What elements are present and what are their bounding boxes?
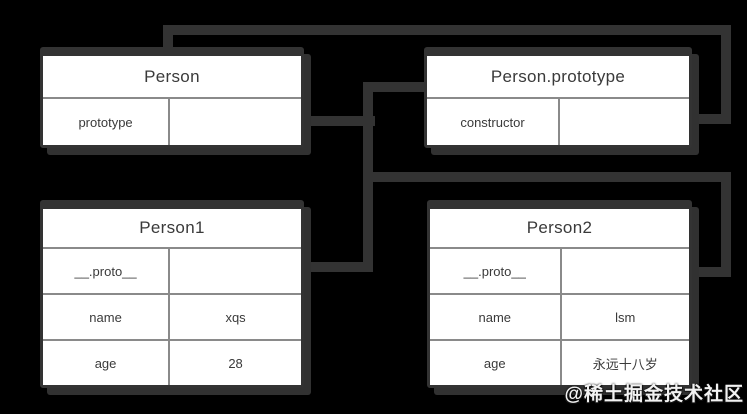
table-row: constructor xyxy=(427,97,689,145)
row-key: prototype xyxy=(43,99,171,145)
connector-chain-to-person2 xyxy=(363,172,731,277)
table-row: __.proto__ xyxy=(43,247,301,293)
row-key: __.proto__ xyxy=(430,249,562,293)
row-key: name xyxy=(43,295,171,339)
row-value: lsm xyxy=(615,309,636,325)
row-key: name xyxy=(430,295,562,339)
connector-constructor-to-person xyxy=(163,25,731,124)
person-prototype-box: Person.prototype constructor xyxy=(424,47,692,148)
person1-box-title: Person1 xyxy=(139,218,205,237)
person2-box-title: Person2 xyxy=(526,218,593,237)
row-key: __.proto__ xyxy=(43,249,171,293)
person-prototype-box-title: Person.prototype xyxy=(490,66,626,86)
row-value xyxy=(170,99,301,145)
row-value xyxy=(170,249,301,293)
row-key: age xyxy=(43,341,171,385)
person-box-title: Person xyxy=(144,66,200,86)
person2-box: Person2 __.proto__ name lsm age 永远十八岁 xyxy=(427,200,692,388)
row-value xyxy=(562,249,690,293)
row-value: 永远十八岁 xyxy=(592,356,658,372)
person1-box: Person1 __.proto__ name xqs age 28 xyxy=(40,200,304,388)
row-key: constructor xyxy=(427,99,560,145)
person-box: Person prototype xyxy=(40,47,304,148)
row-key: age xyxy=(430,341,562,385)
table-row: age 28 xyxy=(43,339,301,385)
row-value xyxy=(560,99,689,145)
table-row: name xqs xyxy=(43,293,301,339)
row-value: 28 xyxy=(228,355,243,371)
table-row: name lsm xyxy=(430,293,689,339)
table-row: __.proto__ xyxy=(430,247,689,293)
table-row: age 永远十八岁 xyxy=(430,339,689,385)
row-value: xqs xyxy=(225,309,246,325)
watermark: @稀土掘金技术社区 xyxy=(564,384,744,405)
table-row: prototype xyxy=(43,97,301,145)
